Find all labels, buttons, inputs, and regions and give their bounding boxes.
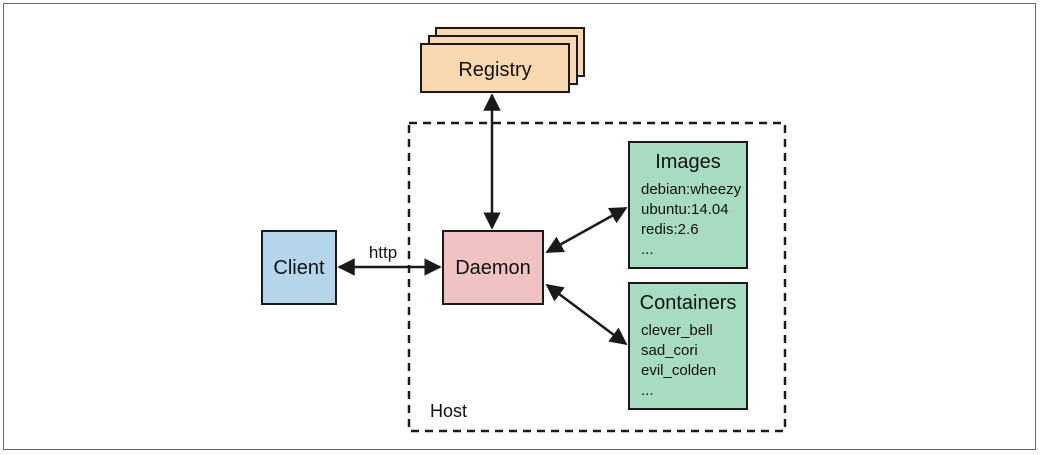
host-boundary [407,121,787,433]
daemon-label: Daemon [455,257,531,279]
images-title: Images [655,151,721,173]
client-node: Client [261,230,337,305]
host-label: Host [430,401,467,421]
registry-node: Registry [420,27,585,93]
images-item: ... [641,241,654,258]
edge-daemon-images [545,206,628,254]
containers-title: Containers [640,292,737,314]
images-node: Images debian:wheezy ubuntu:14.04 redis:… [628,141,748,269]
edge-daemon-containers [545,283,628,346]
images-item: debian:wheezy [641,181,742,198]
images-item: ubuntu:14.04 [641,201,729,218]
containers-node: Containers clever_bell sad_cori evil_col… [628,282,748,410]
registry-label: Registry [458,59,531,81]
containers-item: clever_bell [641,322,713,339]
images-item: redis:2.6 [641,221,699,238]
edge-http-label: http [369,243,397,262]
client-label: Client [273,257,325,279]
containers-item: ... [641,382,654,399]
diagram-frame [3,3,1036,450]
daemon-node: Daemon [442,230,544,305]
containers-item: sad_cori [641,342,698,359]
containers-item: evil_colden [641,362,716,379]
